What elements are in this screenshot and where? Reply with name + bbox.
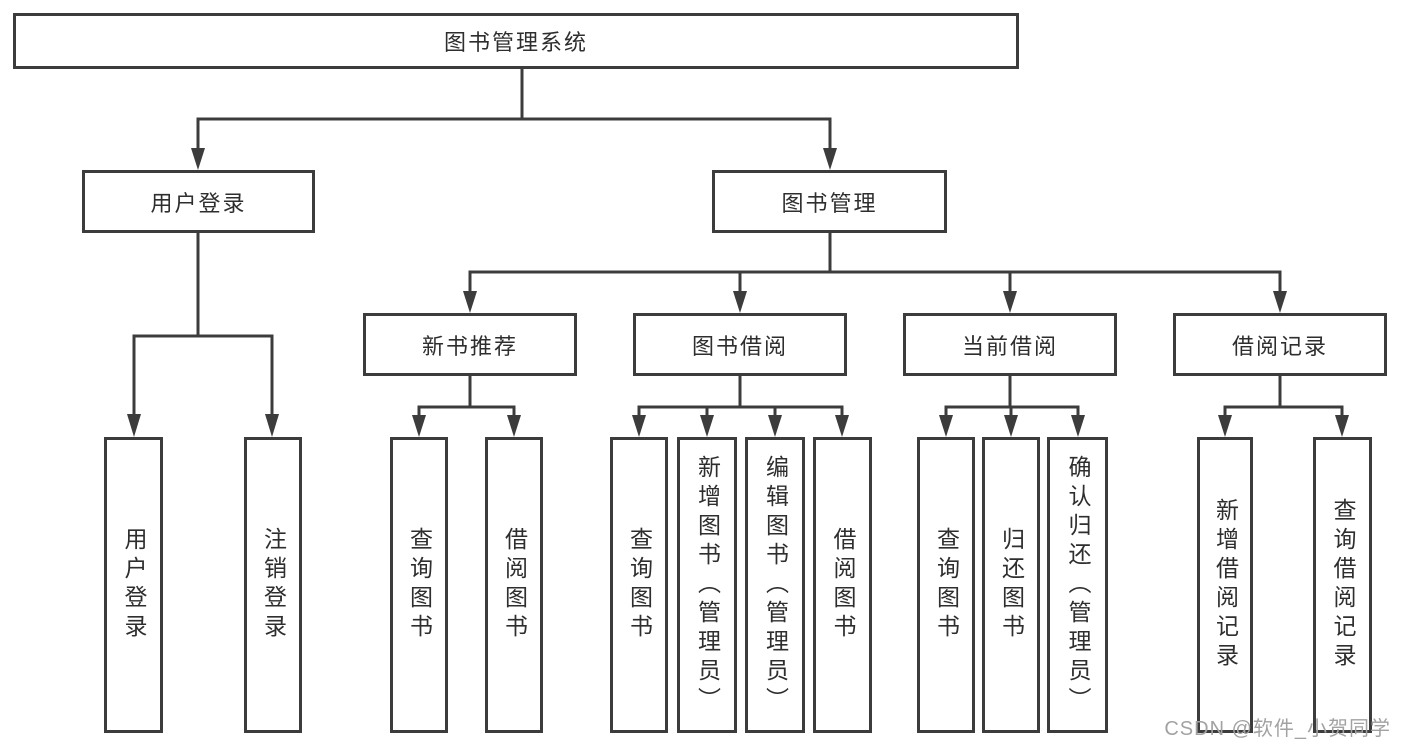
leaf-borrow-add-book-admin: 新增图书（管理员） (677, 437, 737, 733)
node-label: 图书借阅 (691, 333, 788, 359)
node-label: 借阅记录 (1231, 333, 1328, 359)
leaf-borrow-edit-book-admin: 编辑图书（管理员） (745, 437, 805, 733)
node-current-borrowing: 当前借阅 (903, 313, 1117, 376)
node-label: 当前借阅 (961, 333, 1058, 359)
leaf-newbook-borrow-book: 借阅图书 (485, 437, 543, 733)
csdn-watermark: CSDN @软件_小贺同学 (1164, 718, 1391, 740)
leaf-borrow-query-book: 查询图书 (610, 437, 668, 733)
leaf-current-confirm-return-admin: 确认归还（管理员） (1047, 437, 1108, 733)
node-user-login: 用户登录 (82, 170, 315, 233)
node-book-borrowing: 图书借阅 (633, 313, 847, 376)
node-borrowing-records: 借阅记录 (1173, 313, 1387, 376)
leaf-record-query: 查询借阅记录 (1313, 437, 1372, 733)
node-label: 编辑图书（管理员） (762, 454, 789, 716)
node-label: 查询借阅记录 (1330, 498, 1356, 672)
node-label: 查询图书 (626, 527, 653, 643)
leaf-newbook-query-book: 查询图书 (390, 437, 448, 733)
node-label: 用户登录 (121, 527, 147, 643)
node-label: 图书管理系统 (443, 30, 588, 55)
leaf-current-query-book: 查询图书 (917, 437, 975, 733)
node-label: 归还图书 (998, 527, 1025, 643)
leaf-current-return-book: 归还图书 (982, 437, 1040, 733)
node-label: 借阅图书 (501, 527, 528, 643)
node-label: 用户登录 (150, 190, 247, 216)
leaf-logout: 注销登录 (244, 437, 302, 733)
node-label: 确认归还（管理员） (1065, 454, 1091, 716)
node-book-management: 图书管理 (712, 170, 947, 233)
node-label: 新增图书（管理员） (694, 454, 721, 716)
node-label: 查询图书 (933, 527, 960, 643)
arrowhead-icons (127, 148, 1349, 437)
node-label: 查询图书 (406, 527, 433, 643)
leaf-user-login: 用户登录 (104, 437, 163, 733)
node-new-book-recommend: 新书推荐 (363, 313, 577, 376)
leaf-borrow-borrow-book: 借阅图书 (813, 437, 872, 733)
node-label: 新增借阅记录 (1212, 498, 1239, 672)
node-label: 借阅图书 (830, 527, 856, 643)
node-label: 注销登录 (260, 527, 287, 643)
node-label: 新书推荐 (421, 333, 518, 359)
node-label: 图书管理 (781, 190, 878, 216)
leaf-record-add: 新增借阅记录 (1197, 437, 1253, 733)
node-library-management-system: 图书管理系统 (13, 13, 1019, 69)
